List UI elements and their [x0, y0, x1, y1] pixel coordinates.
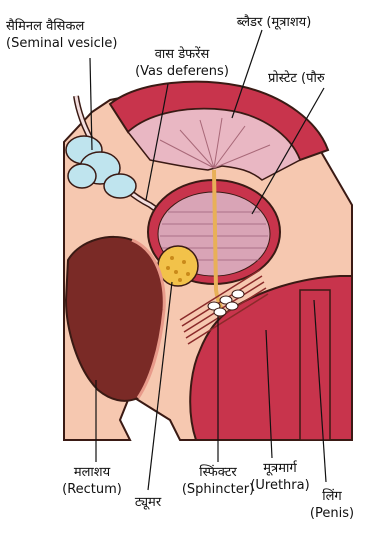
bladder-hindi: ब्लैडर (मूत्राशय): [214, 14, 334, 31]
label-vas-deferens: वास डेफरेंस (Vas deferens): [128, 46, 236, 80]
urethra-hindi: मूत्रमार्ग: [248, 460, 312, 477]
penis-english: (Penis): [300, 505, 364, 522]
vas-deferens-english: (Vas deferens): [128, 63, 236, 80]
label-bladder: ब्लैडर (मूत्राशय): [214, 14, 334, 31]
label-rectum: मलाशय (Rectum): [42, 464, 142, 498]
rectum-hindi: मलाशय: [42, 464, 142, 481]
label-penis: लिंग (Penis): [300, 488, 364, 522]
tumor-hindi: ट्यूमर: [118, 494, 178, 511]
label-tumor: ट्यूमर: [118, 494, 178, 511]
label-prostate: प्रोस्टेट (पौरु: [268, 70, 371, 87]
seminal-vesicle-hindi: सैमिनल वैसिकल: [6, 18, 156, 35]
penis-hindi: लिंग: [300, 488, 364, 505]
vas-deferens-hindi: वास डेफरेंस: [128, 46, 236, 63]
prostate-hindi: प्रोस्टेट (पौरु: [268, 70, 371, 87]
